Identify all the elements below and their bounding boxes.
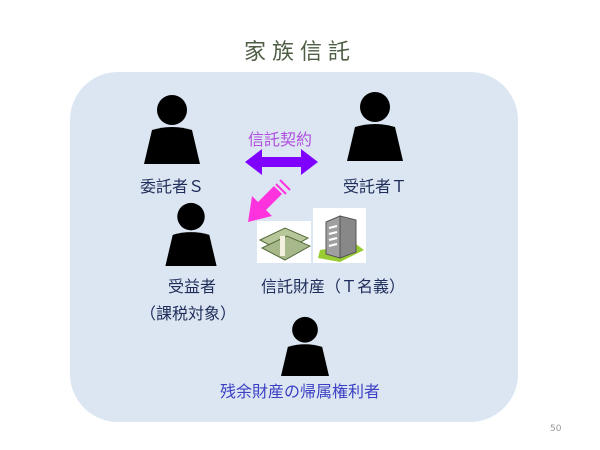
trust-contract-label: 信託契約	[247, 130, 313, 149]
trust-property-label: 信託財産（Ｔ名義）	[260, 277, 406, 296]
residual-person-icon	[281, 316, 329, 376]
residual-holder-label: 残余財産の帰属権利者	[219, 382, 381, 401]
page-number: 50	[550, 424, 562, 434]
trustee-person-icon	[347, 92, 403, 161]
settlor-person-icon	[144, 95, 200, 164]
slide-title: 家族信託	[243, 40, 356, 65]
money-icon	[257, 221, 312, 263]
building-icon	[313, 208, 366, 263]
trustee-label: 受託者Ｔ	[342, 177, 408, 196]
double-arrow-icon	[245, 149, 318, 175]
beneficiary-label: 受益者	[167, 277, 217, 296]
beneficiary-person-icon	[165, 202, 217, 266]
transfer-arrow-icon	[248, 179, 291, 222]
taxable-note: （課税対象）	[139, 304, 237, 323]
settlor-label: 委託者Ｓ	[139, 177, 205, 196]
